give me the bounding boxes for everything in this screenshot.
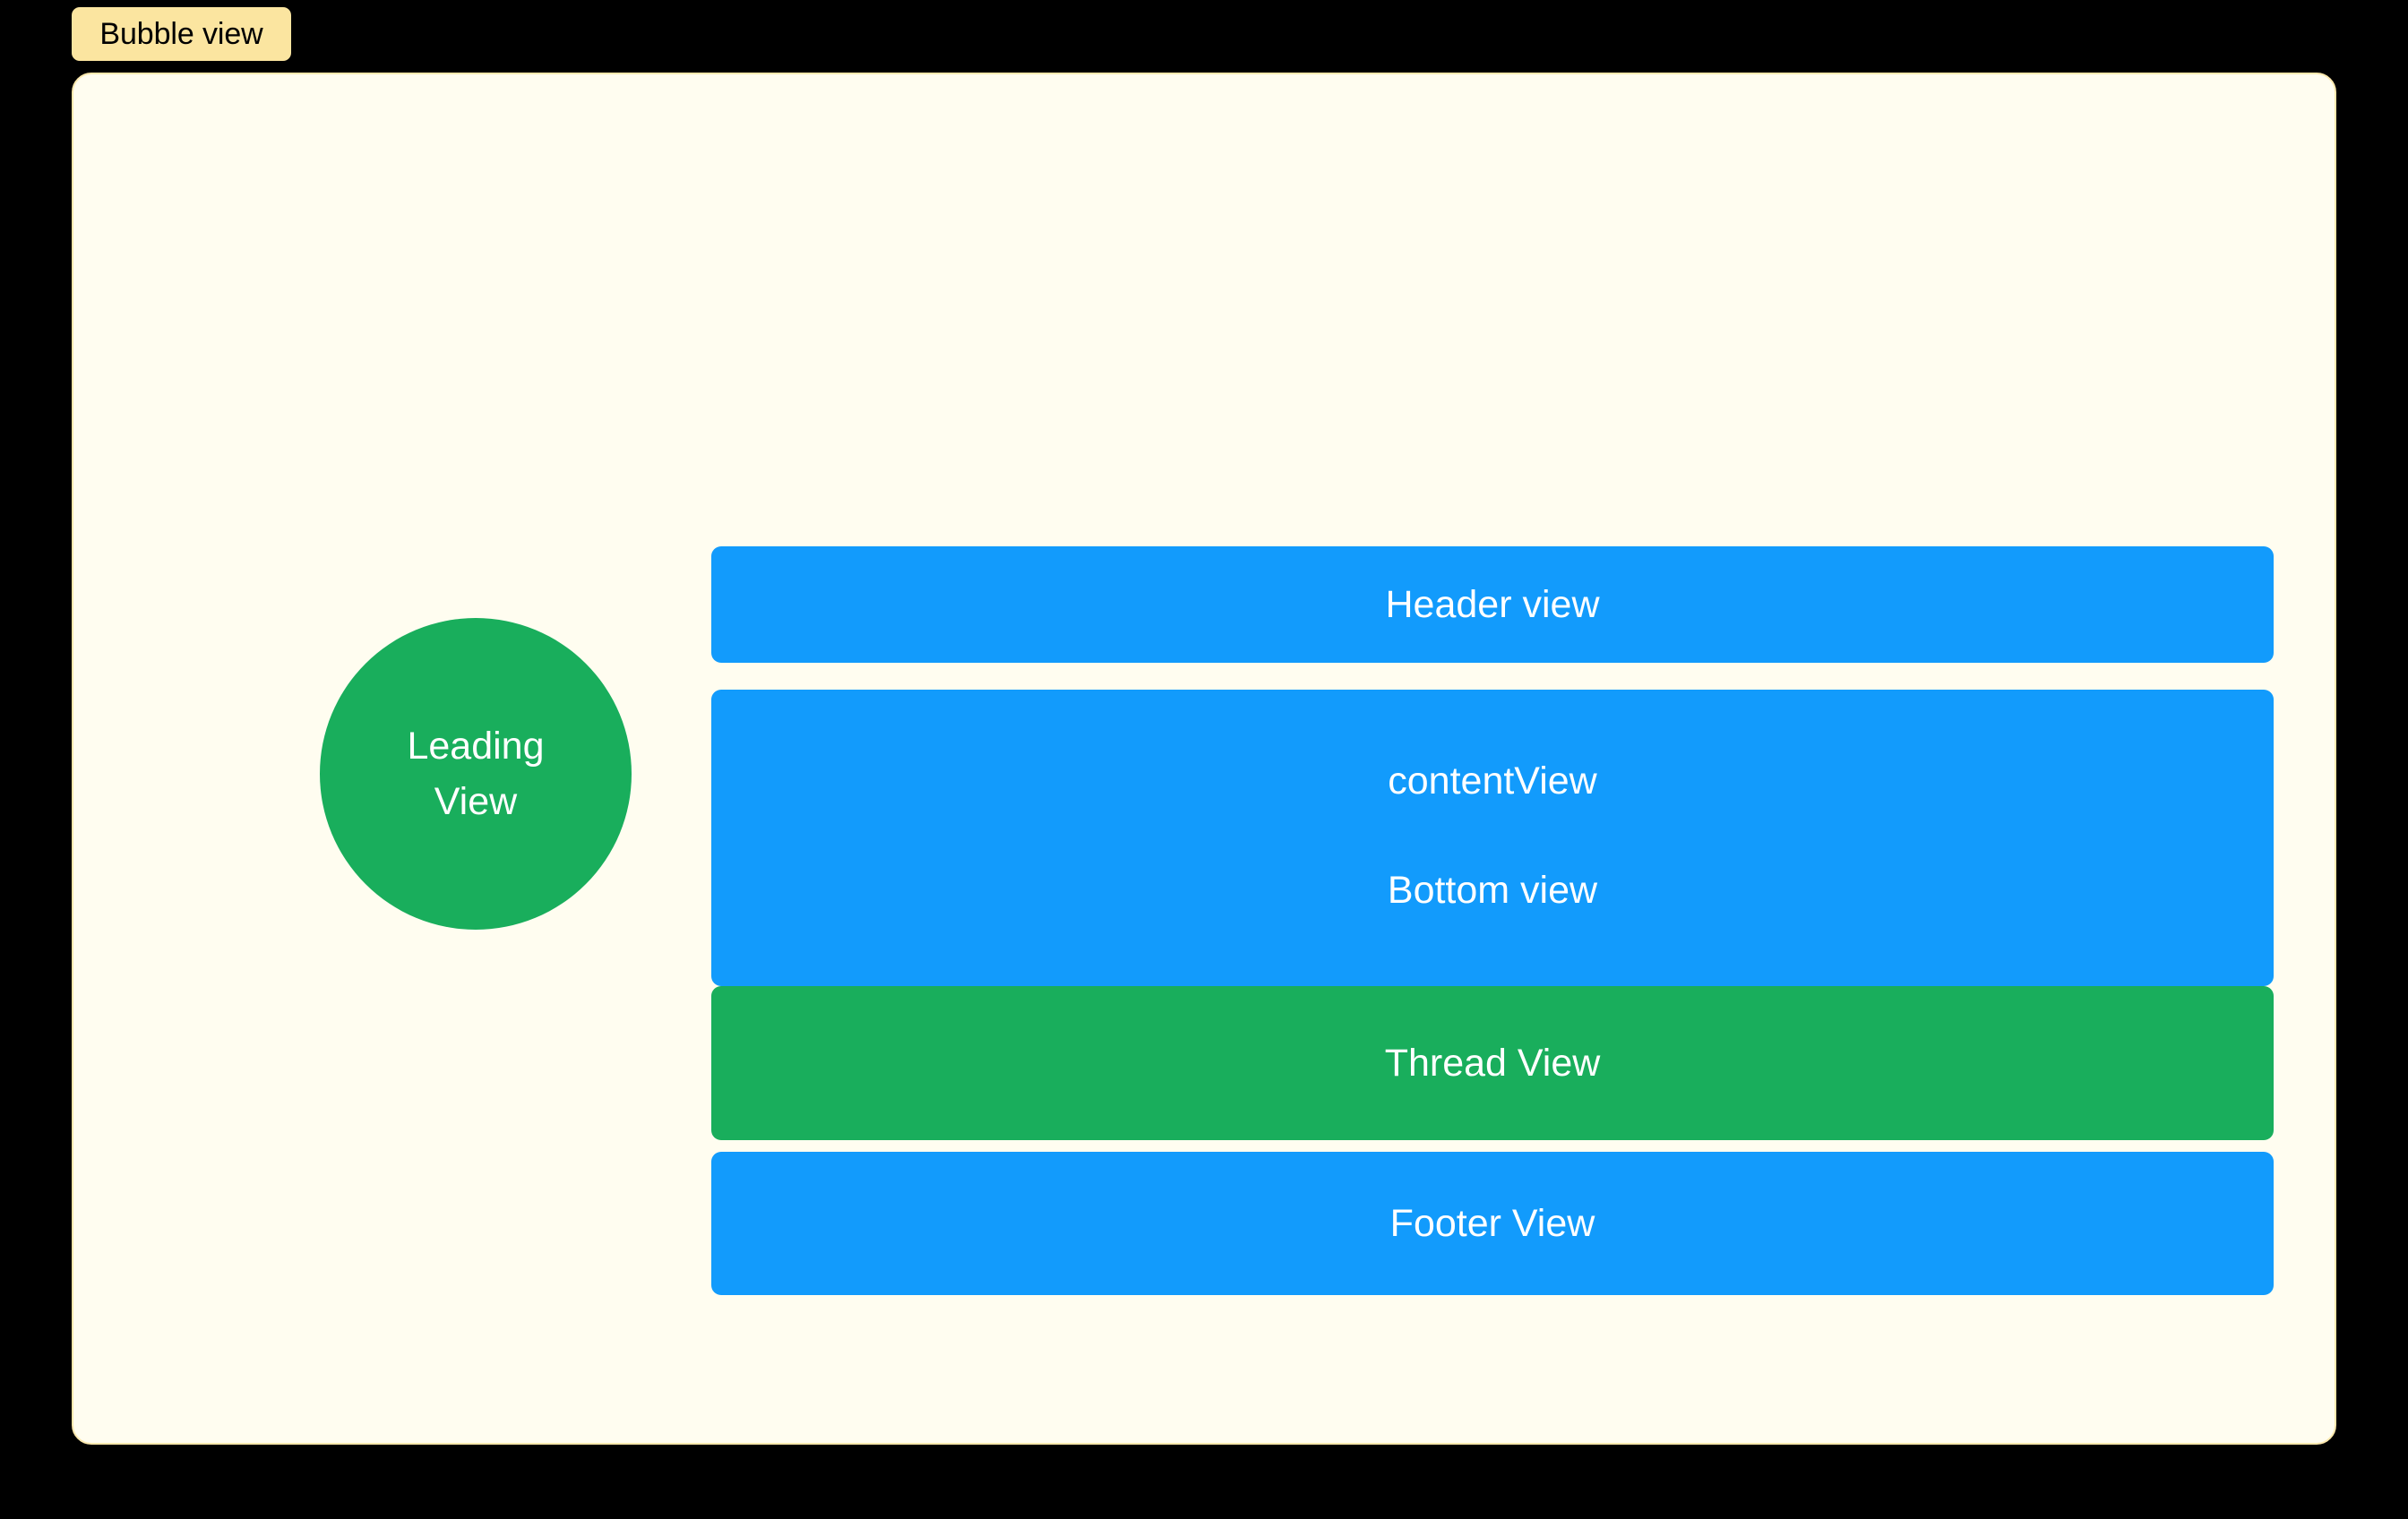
leading-view-label-line-2: View (434, 780, 518, 823)
content-view-label: contentView (1388, 760, 1597, 803)
bottom-view-label: Bottom view (1387, 868, 1598, 912)
thread-view-label: Thread View (1384, 1041, 1601, 1085)
bubble-view-card[interactable]: Leading View Header view contentView Bot… (72, 73, 2336, 1445)
bubble-view-badge[interactable]: Bubble view (72, 7, 291, 61)
leading-view-circle[interactable]: Leading View (320, 618, 632, 930)
thread-view-block[interactable]: Thread View (711, 986, 2274, 1140)
leading-view-label-line-1: Leading (407, 724, 545, 768)
content-view-block[interactable]: contentView Bottom view (711, 690, 2274, 986)
footer-view-label: Footer View (1389, 1201, 1595, 1245)
footer-view-block[interactable]: Footer View (711, 1152, 2274, 1295)
header-view-label: Header view (1385, 582, 1600, 626)
bubble-view-badge-label: Bubble view (99, 17, 263, 51)
header-view-block[interactable]: Header view (711, 546, 2274, 663)
